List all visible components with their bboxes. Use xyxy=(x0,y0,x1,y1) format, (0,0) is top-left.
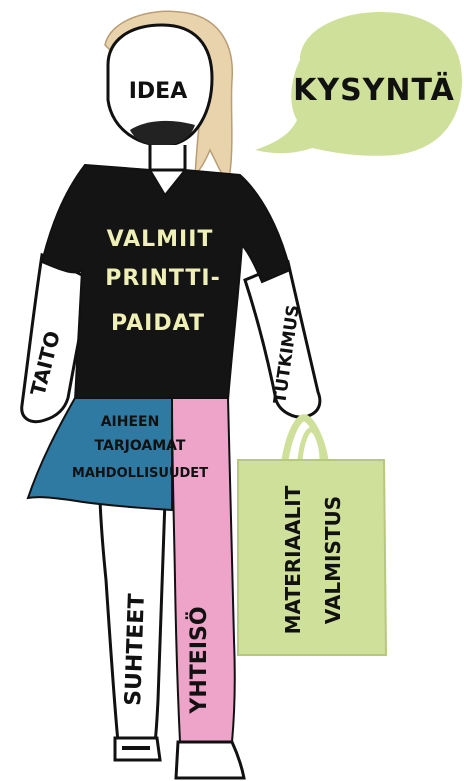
left-leg-label: SUHTEET xyxy=(121,593,150,706)
head: IDEA xyxy=(108,25,212,146)
skirt-label-line1: AIHEEN xyxy=(101,414,160,430)
right-arm: TUTKIMUS xyxy=(245,262,320,417)
skirt-label-line3: MAHDOLLISUUDET xyxy=(72,466,208,481)
right-shoe xyxy=(176,742,244,778)
head-label: IDEA xyxy=(129,79,188,104)
bag-label-line2: VALMISTUS xyxy=(321,496,345,624)
neck xyxy=(150,145,185,170)
right-leg-label: YHTEISÖ xyxy=(186,606,212,714)
shirt-label-line1: VALMIIT xyxy=(107,227,214,252)
shirt-label-line3: PAIDAT xyxy=(111,311,205,336)
left-leg: SUHTEET xyxy=(100,500,165,742)
speech-text: KYSYNTÄ xyxy=(293,72,455,108)
left-shoe xyxy=(115,738,160,760)
skirt-label-line2: TARJOAMAT xyxy=(95,438,186,454)
shirt-label-line2: PRINTTI- xyxy=(105,266,221,291)
shopping-bag: MATERIAALIT VALMISTUS xyxy=(238,418,386,655)
speech-bubble: KYSYNTÄ xyxy=(255,12,462,156)
bag-label-line1: MATERIAALIT xyxy=(281,485,305,634)
